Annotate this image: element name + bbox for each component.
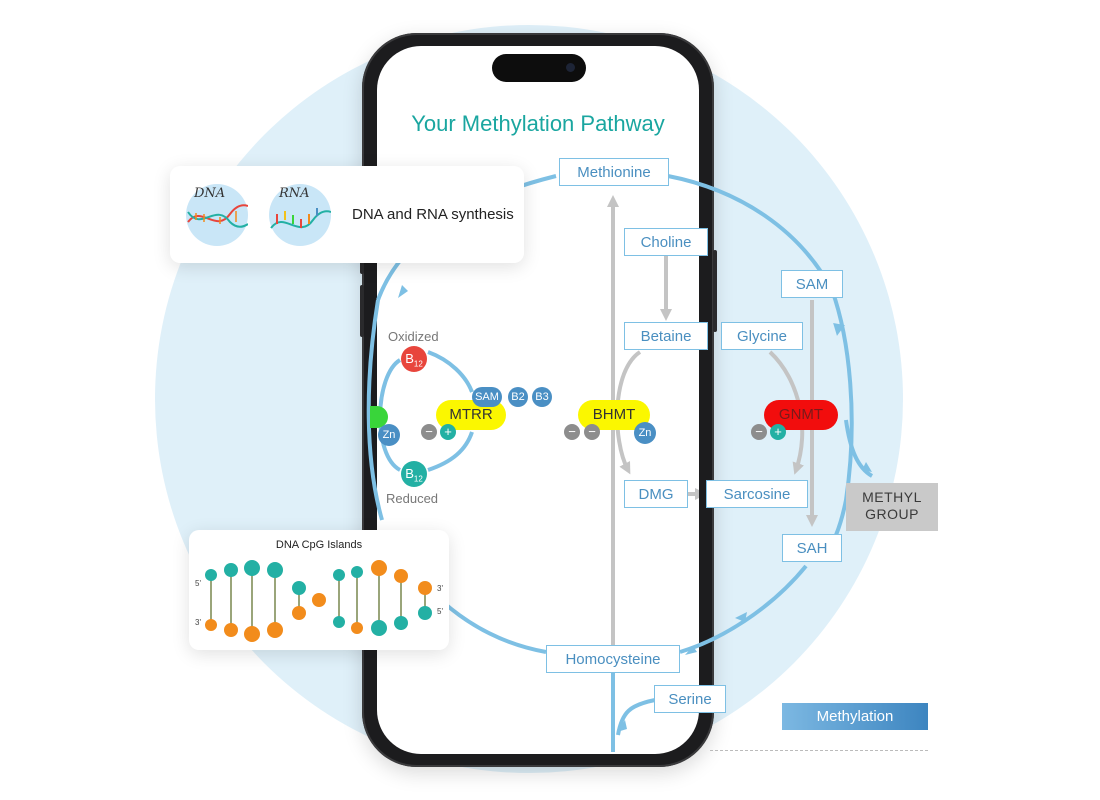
front-camera	[566, 63, 575, 72]
zn-bubble-mtr: Zn	[378, 424, 400, 446]
plus-bubble-mtrr: +	[440, 424, 456, 440]
pathway-arc-methionine-sam	[667, 174, 834, 291]
b12-reduced-bubble: B12	[401, 461, 427, 487]
cpg-card-title: DNA CpG Islands	[275, 539, 363, 551]
methylation-button[interactable]: Methylation	[782, 703, 928, 730]
cpg-label-left-top: 5'	[195, 579, 201, 588]
minus-bubble-gnmt: −	[751, 424, 767, 440]
methyl-group-line2: GROUP	[865, 506, 919, 522]
b12-letter: B	[405, 351, 414, 366]
rna-icon-text: RNA	[279, 186, 310, 201]
b12-letter: B	[405, 466, 414, 481]
minus-bubble-bhmt-1: −	[564, 424, 580, 440]
cycle-arrow-6	[685, 646, 697, 655]
b3-bubble: B3	[532, 387, 552, 407]
node-sam[interactable]: SAM	[781, 270, 843, 298]
cycle-arrow-2	[862, 462, 872, 472]
synthesis-card-text: DNA and RNA synthesis	[352, 206, 514, 223]
node-sah[interactable]: SAH	[782, 534, 842, 562]
rna-icon: RNA	[269, 184, 332, 246]
cpg-islands-card: DNA CpG Islands 5' 3' 3' 5'	[189, 530, 449, 650]
minus-bubble-mtrr: −	[421, 424, 437, 440]
dashed-divider	[710, 750, 928, 751]
cpg-strand-graphic	[205, 560, 432, 642]
phone-volume-down-button	[360, 285, 364, 337]
cycle-arrow-1	[833, 323, 845, 336]
b12-subscript: 12	[413, 474, 423, 484]
page-title: Your Methylation Pathway	[411, 111, 665, 136]
node-glycine[interactable]: Glycine	[721, 322, 803, 350]
node-betaine[interactable]: Betaine	[624, 322, 708, 350]
dna-icon-text: DNA	[194, 186, 226, 201]
cpg-label-left-bottom: 3'	[195, 618, 201, 627]
synthesis-card: DNA RNA DNA and RNA synthesis	[170, 166, 524, 263]
b12-cycle-top	[427, 350, 474, 393]
methyl-group-box: METHYL GROUP	[846, 483, 938, 531]
pathway-arc-left	[366, 299, 384, 521]
b12-subscript: 12	[413, 359, 423, 369]
green-cofactor-bubble	[370, 406, 388, 428]
pathway-branch-methyl	[844, 419, 874, 478]
methyl-group-line1: METHYL	[862, 489, 922, 505]
cycle-arrow-4	[398, 285, 408, 298]
sam-bubble: SAM	[472, 387, 502, 407]
zn-bubble-bhmt: Zn	[634, 422, 656, 444]
plus-bubble-gnmt: +	[770, 424, 786, 440]
enzyme-gnmt[interactable]: GNMT	[764, 400, 838, 430]
label-reduced: Reduced	[386, 491, 439, 506]
node-sarcosine[interactable]: Sarcosine	[706, 480, 808, 508]
node-choline[interactable]: Choline	[624, 228, 708, 256]
dna-icon: DNA	[186, 184, 249, 246]
label-oxidized: Oxidized	[388, 329, 439, 344]
b2-bubble: B2	[508, 387, 528, 407]
phone-power-button	[713, 250, 717, 332]
cpg-label-right-bottom: 5'	[437, 607, 443, 616]
cycle-arrow-3	[735, 612, 747, 622]
b12-cycle-bottom	[427, 431, 474, 472]
cycle-arrow-5	[617, 720, 627, 732]
minus-bubble-bhmt-2: −	[584, 424, 600, 440]
node-homocysteine[interactable]: Homocysteine	[546, 645, 680, 673]
b12-oxidized-bubble: B12	[401, 346, 427, 372]
pathway-arc-sah-homocysteine	[679, 564, 808, 654]
node-dmg[interactable]: DMG	[624, 480, 688, 508]
node-methionine[interactable]: Methionine	[559, 158, 669, 186]
node-serine[interactable]: Serine	[654, 685, 726, 713]
cpg-label-right-top: 3'	[437, 584, 443, 593]
